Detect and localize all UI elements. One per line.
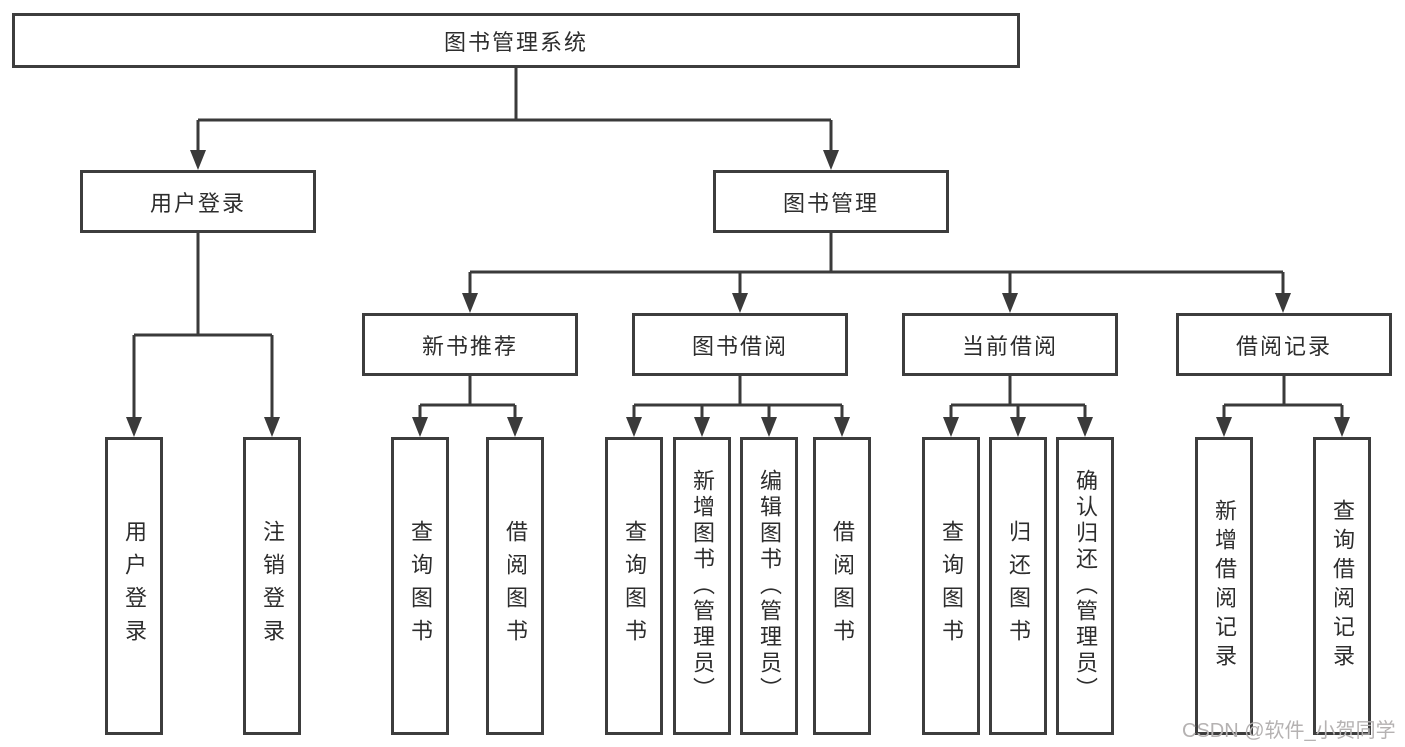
node-current-borrowing: 当前借阅 <box>902 313 1118 376</box>
node-root-label: 图书管理系统 <box>443 29 588 55</box>
leaf-borrow-books-borrowing: 借阅图书 <box>813 437 871 735</box>
leaf-query-books-borrowing-label: 查询图书 <box>622 520 647 652</box>
leaf-add-borrow-record: 新增借阅记录 <box>1195 437 1253 735</box>
leaf-add-borrow-record-label: 新增借阅记录 <box>1212 499 1237 673</box>
leaf-query-books-borrowing: 查询图书 <box>605 437 663 735</box>
leaf-user-login-label: 用户登录 <box>122 520 147 652</box>
node-book-borrowing: 图书借阅 <box>632 313 848 376</box>
leaf-confirm-return-admin-label: 确认归还（管理员） <box>1073 469 1098 703</box>
node-book-management-label: 图书管理 <box>782 190 879 216</box>
node-book-management: 图书管理 <box>713 170 949 233</box>
leaf-return-book-label: 归还图书 <box>1006 520 1031 652</box>
node-current-borrowing-label: 当前借阅 <box>961 333 1058 359</box>
leaf-logout: 注销登录 <box>243 437 301 735</box>
leaf-query-borrow-record: 查询借阅记录 <box>1313 437 1371 735</box>
node-new-book-recommend-label: 新书推荐 <box>421 333 518 359</box>
leaf-user-login: 用户登录 <box>105 437 163 735</box>
arrowheads <box>126 150 1350 437</box>
leaf-borrow-books-borrowing-label: 借阅图书 <box>830 520 855 652</box>
node-borrowing-records: 借阅记录 <box>1176 313 1392 376</box>
leaf-query-books-current-label: 查询图书 <box>939 520 964 652</box>
leaf-query-books-recommend-label: 查询图书 <box>408 520 433 652</box>
csdn-watermark: CSDN @软件_小贺同学 <box>1182 720 1396 742</box>
leaf-logout-label: 注销登录 <box>260 520 285 652</box>
leaf-borrow-books-recommend-label: 借阅图书 <box>503 520 528 652</box>
leaf-query-books-recommend: 查询图书 <box>391 437 449 735</box>
node-root-system: 图书管理系统 <box>12 13 1020 68</box>
node-user-login: 用户登录 <box>80 170 316 233</box>
node-new-book-recommend: 新书推荐 <box>362 313 578 376</box>
leaf-add-book-admin-label: 新增图书（管理员） <box>690 469 715 703</box>
node-borrowing-records-label: 借阅记录 <box>1235 333 1332 359</box>
leaf-return-book: 归还图书 <box>989 437 1047 735</box>
node-book-borrowing-label: 图书借阅 <box>691 333 788 359</box>
leaf-edit-book-admin-label: 编辑图书（管理员） <box>757 469 782 703</box>
leaf-add-book-admin: 新增图书（管理员） <box>673 437 731 735</box>
leaf-query-borrow-record-label: 查询借阅记录 <box>1330 499 1355 673</box>
leaf-query-books-current: 查询图书 <box>922 437 980 735</box>
leaf-confirm-return-admin: 确认归还（管理员） <box>1056 437 1114 735</box>
leaf-edit-book-admin: 编辑图书（管理员） <box>740 437 798 735</box>
leaf-borrow-books-recommend: 借阅图书 <box>486 437 544 735</box>
node-user-login-label: 用户登录 <box>149 190 246 216</box>
